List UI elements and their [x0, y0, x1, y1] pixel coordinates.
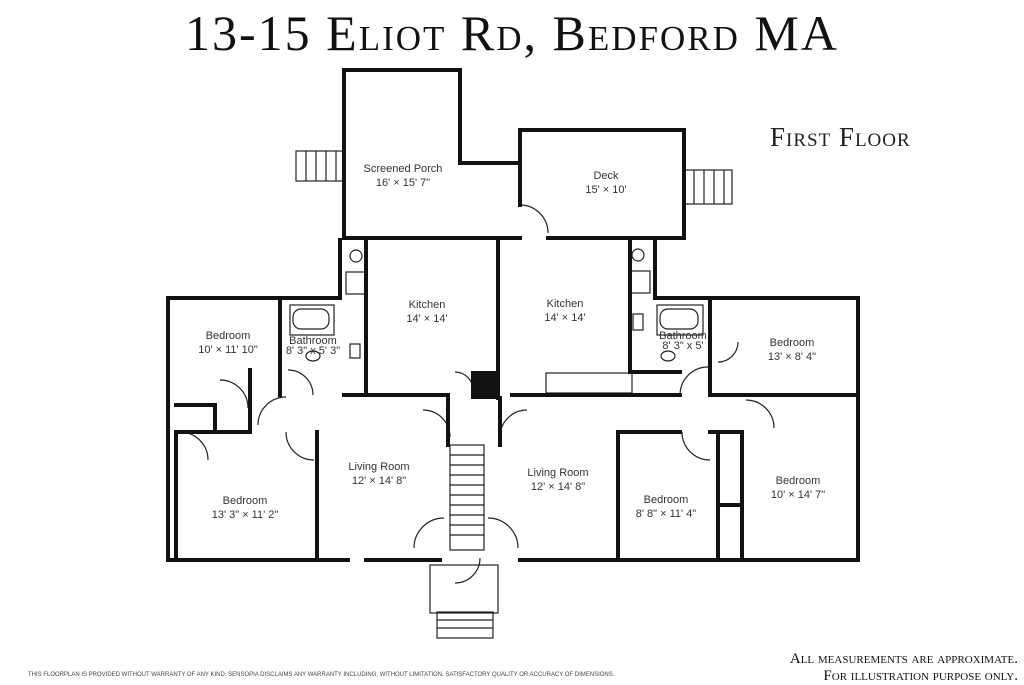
approximate-note-line-2: For illustration purpose only.: [823, 668, 1018, 684]
room-labels: Screened Porch 16' × 15' 7" Deck 15' × 1…: [198, 163, 825, 521]
room-name-deck: Deck: [593, 170, 619, 182]
room-name-bedroom-4: Bedroom: [644, 494, 689, 506]
room-name-bathroom-left: Bathroom: [289, 335, 337, 347]
room-dims-kitchen-left: 14' × 14': [406, 313, 447, 325]
room-dims-deck: 15' × 10': [585, 184, 626, 196]
floor-label: First Floor: [770, 122, 911, 152]
room-dims-bedroom-1: 10' × 11' 10": [198, 344, 258, 356]
approximate-note-line-1: All measurements are approximate.: [789, 651, 1018, 667]
thin-walls: [179, 150, 775, 639]
room-dims-bathroom-left: 8' 3" x 5' 3": [286, 345, 340, 357]
room-name-living-right: Living Room: [527, 467, 588, 479]
room-dims-bedroom-3: 13' 3" × 11' 2": [212, 509, 279, 521]
room-name-bedroom-3: Bedroom: [223, 495, 268, 507]
room-dims-bathroom-right: 8' 3" x 5': [662, 340, 703, 352]
room-name-living-left: Living Room: [348, 461, 409, 473]
page-title: 13-15 Eliot Rd, Bedford MA: [185, 5, 839, 61]
room-dims-bedroom-4: 8' 8" × 11' 4": [636, 508, 697, 520]
room-dims-living-left: 12' × 14' 8": [352, 475, 406, 487]
room-name-bedroom-5: Bedroom: [776, 475, 821, 487]
room-dims-bedroom-2: 13' × 8' 4": [768, 351, 816, 363]
room-name-kitchen-left: Kitchen: [409, 299, 446, 311]
room-name-bedroom-1: Bedroom: [206, 330, 251, 342]
approximate-note: All measurements are approximate. For il…: [790, 651, 1018, 685]
room-name-kitchen-right: Kitchen: [547, 298, 584, 310]
room-dims-screened-porch: 16' × 15' 7": [376, 177, 430, 189]
room-dims-bedroom-5: 10' × 14' 7": [771, 489, 825, 501]
disclaimer-text: THIS FLOORPLAN IS PROVIDED WITHOUT WARRA…: [28, 672, 615, 678]
room-name-bedroom-2: Bedroom: [770, 337, 815, 349]
room-name-bathroom-right: Bathroom: [659, 330, 707, 342]
room-dims-living-right: 12' × 14' 8": [531, 481, 585, 493]
thick-walls: [166, 68, 860, 562]
room-name-screened-porch: Screened Porch: [364, 163, 443, 175]
room-dims-kitchen-right: 14' × 14': [544, 312, 585, 324]
